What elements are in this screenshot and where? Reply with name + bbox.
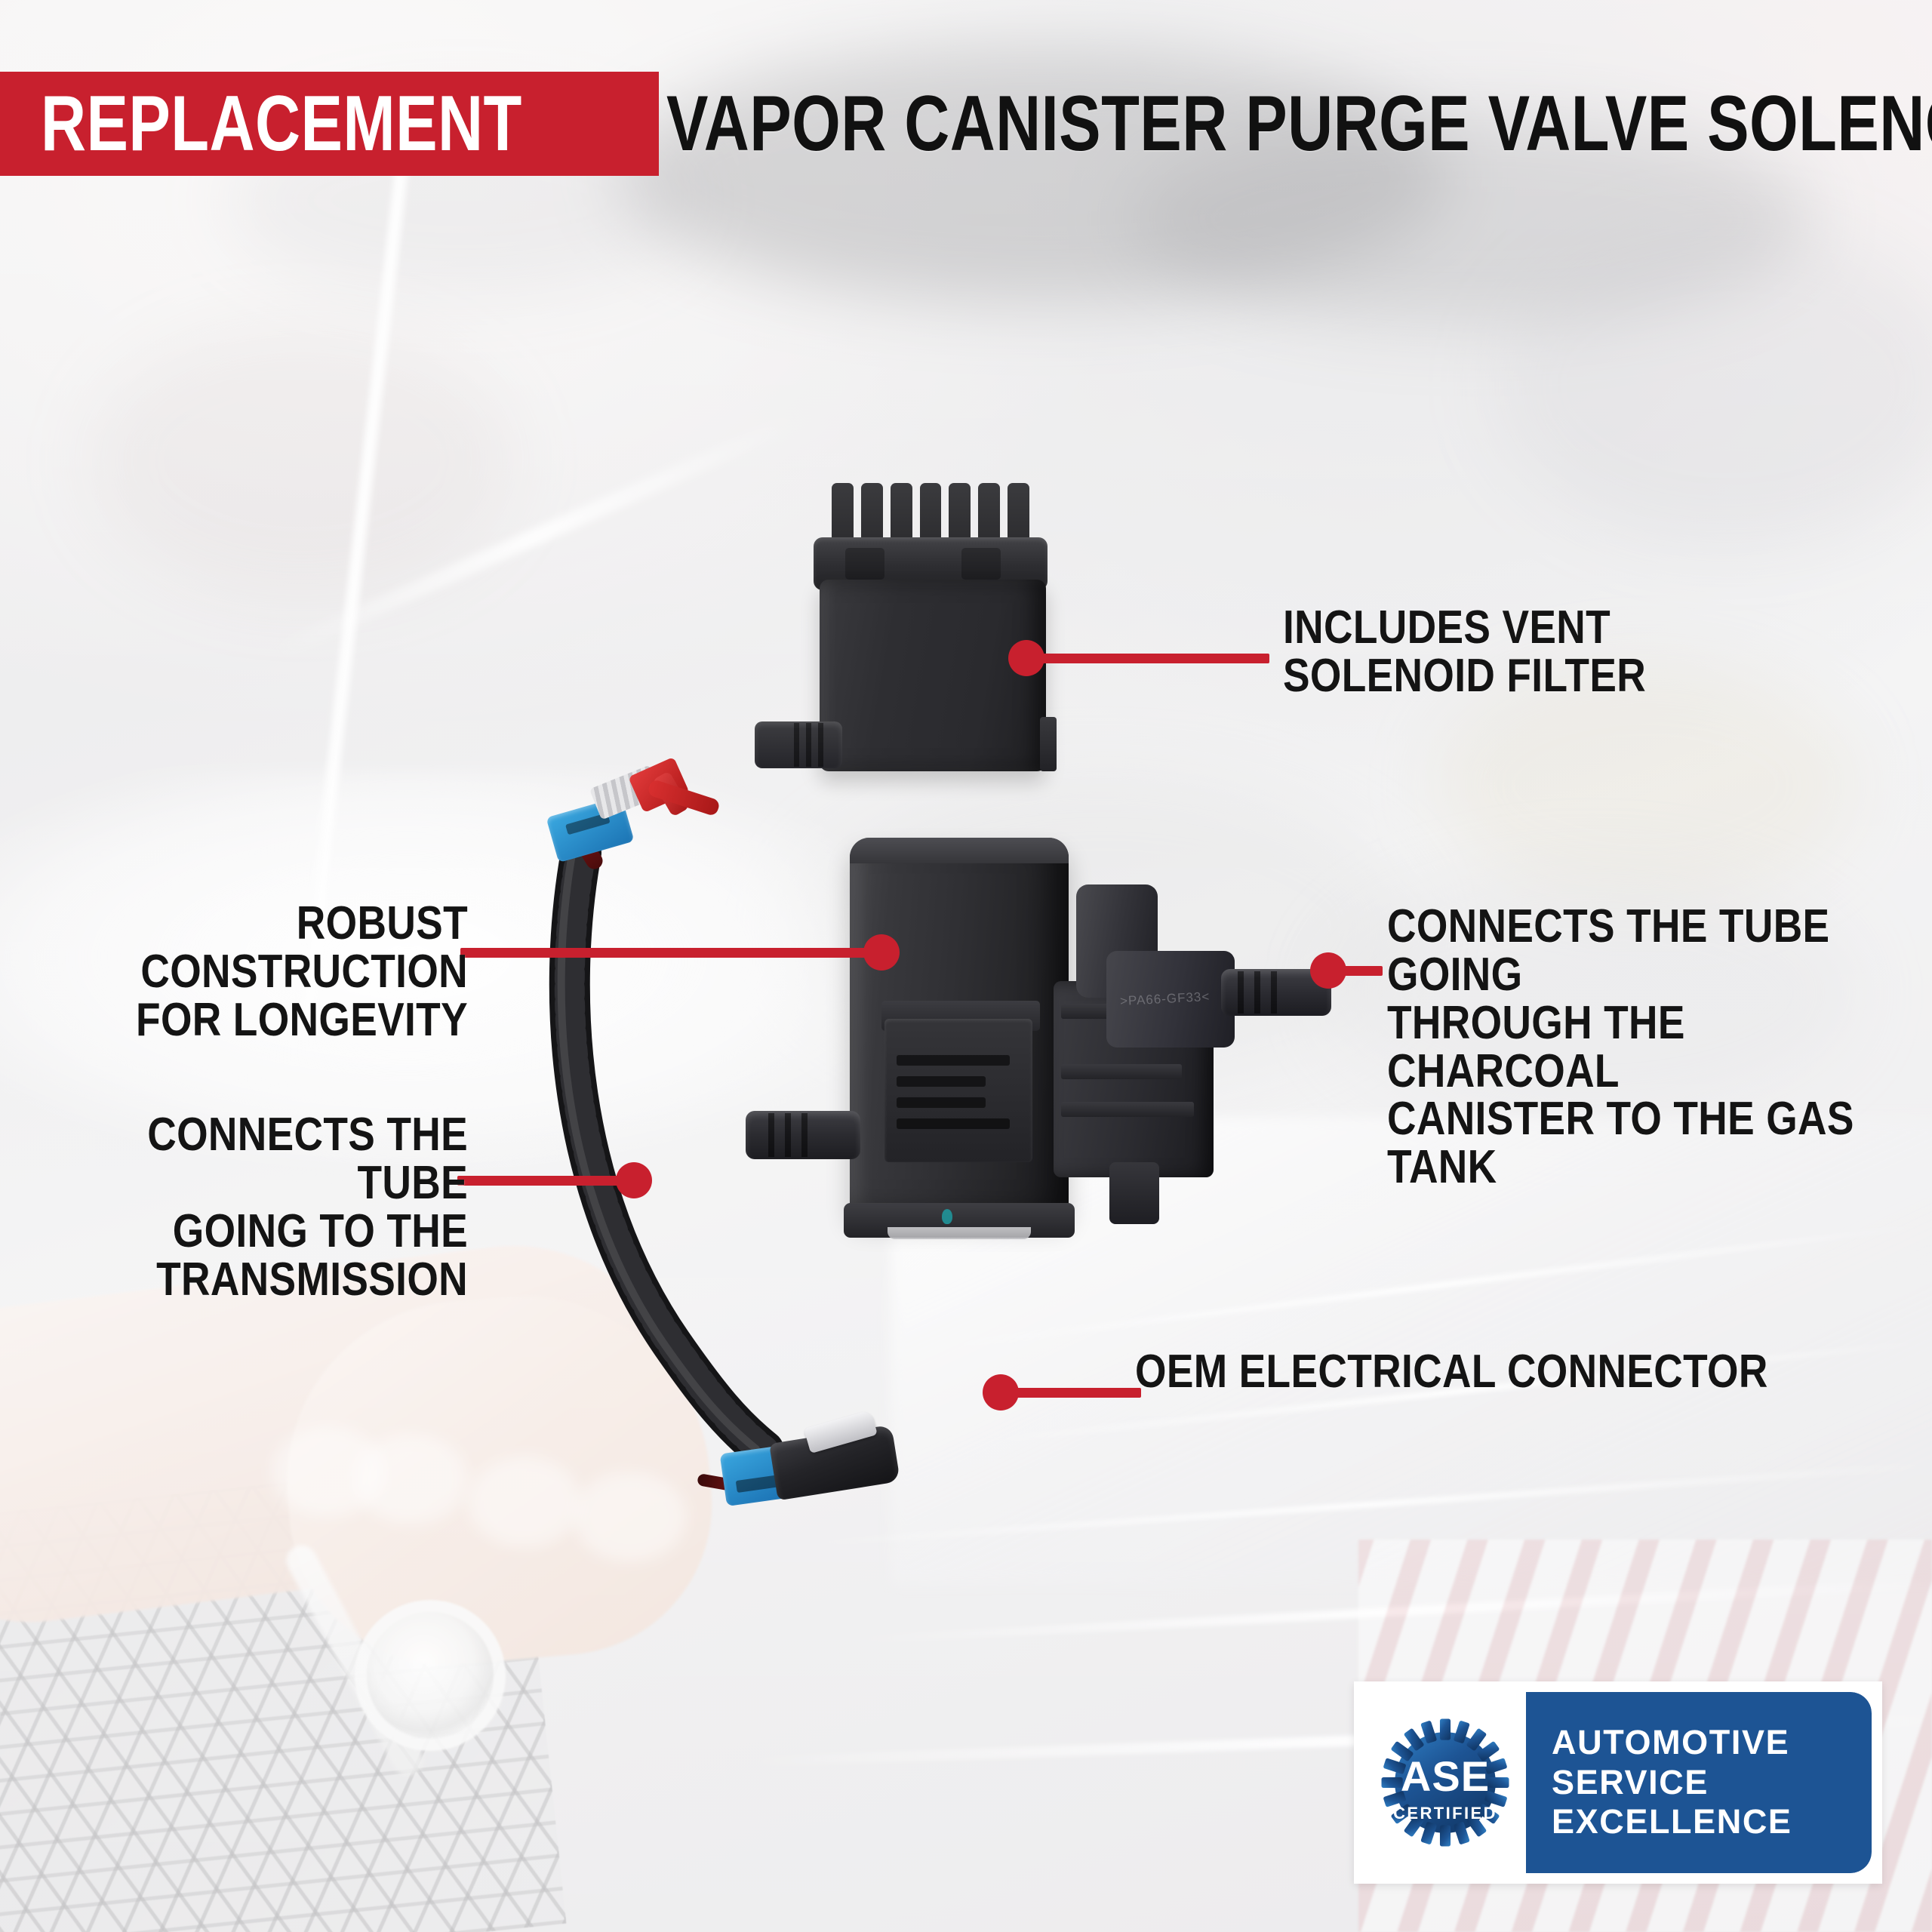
filter-hose-nipple (755, 721, 842, 768)
ase-text-panel: AUTOMOTIVE SERVICE EXCELLENCE (1526, 1692, 1872, 1873)
purge-valve-solenoid: >PA66-GF33< (746, 838, 1358, 1260)
solenoid-transmission-port (746, 1111, 860, 1159)
callout-line-robust-construction (460, 948, 888, 958)
solenoid-valve-body (1106, 951, 1235, 1048)
solenoid-rib-panel (884, 1019, 1032, 1162)
callout-label-charcoal-canister: CONNECTS THE TUBE GOING THROUGH THE CHAR… (1387, 900, 1854, 1194)
vent-solenoid-filter (755, 483, 1087, 800)
callout-label-oem-connector: OEM ELECTRICAL CONNECTOR (1135, 1346, 1768, 1398)
ase-badge-inner: ASE CERTIFIED AUTOMOTIVE SERVICE EXCELLE… (1364, 1692, 1872, 1873)
oem-wiring-harness (483, 756, 936, 1524)
callout-label-transmission-tube: CONNECTS THE TUBE GOING TO THE TRANSMISS… (147, 1109, 468, 1306)
callout-line-charcoal-canister (1340, 966, 1383, 976)
callout-line-vent-filter (1038, 654, 1269, 663)
ase-line-2: SERVICE (1552, 1762, 1709, 1801)
filter-mounting-tab (1040, 717, 1057, 771)
callout-line-transmission-tube (457, 1176, 638, 1186)
teal-paint-mark (942, 1209, 952, 1224)
ase-line-1: AUTOMOTIVE (1552, 1723, 1790, 1762)
solenoid-foot (1109, 1162, 1159, 1224)
replacement-badge-label: REPLACEMENT (41, 80, 522, 168)
ase-certified-badge: ASE CERTIFIED AUTOMOTIVE SERVICE EXCELLE… (1354, 1681, 1882, 1884)
ase-line-3: EXCELLENCE (1552, 1802, 1792, 1841)
ase-certified-text: CERTIFIED (1393, 1804, 1497, 1823)
filter-housing (820, 580, 1046, 771)
page-header: REPLACEMENT VAPOR CANISTER PURGE VALVE S… (0, 72, 1932, 176)
callout-label-vent-filter: INCLUDES VENT SOLENOID FILTER (1283, 601, 1647, 702)
solenoid-canister-top (850, 838, 1069, 863)
callout-line-oem-connector (1013, 1388, 1141, 1398)
callout-label-robust-construction: ROBUST CONSTRUCTION FOR LONGEVITY (136, 897, 468, 1046)
replacement-badge: REPLACEMENT (0, 72, 660, 176)
ase-logo-text: ASE (1400, 1752, 1491, 1800)
page-title: VAPOR CANISTER PURGE VALVE SOLENOID (666, 80, 1932, 168)
ase-logo-panel: ASE CERTIFIED (1364, 1692, 1526, 1873)
solenoid-base-lip (888, 1227, 1031, 1239)
ase-gear-icon: ASE CERTIFIED (1379, 1716, 1512, 1849)
